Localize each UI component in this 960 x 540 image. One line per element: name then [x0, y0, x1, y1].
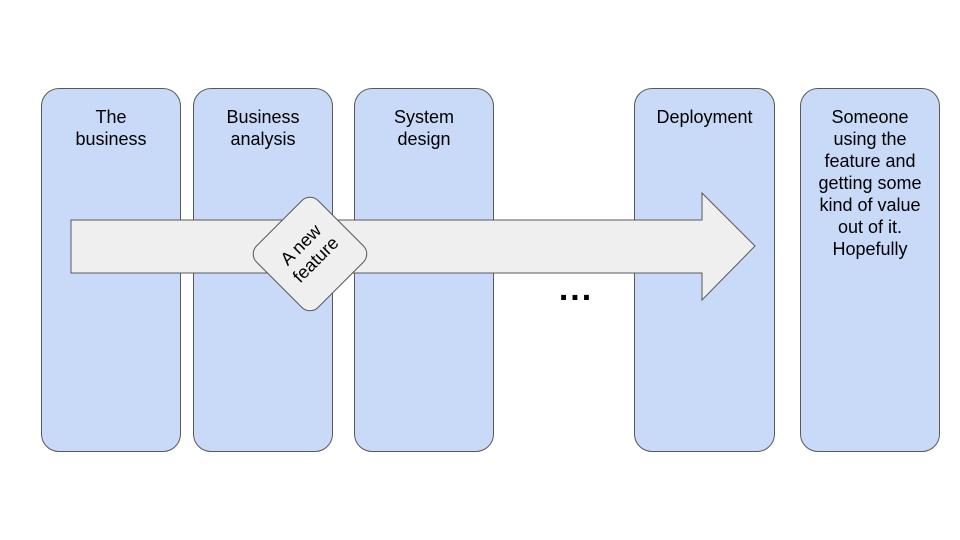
- column-label-the-business: The business: [75, 107, 147, 149]
- column-label-business-analysis: Business analysis: [226, 107, 300, 149]
- ellipsis-text: ...: [558, 270, 594, 308]
- column-label-system-design: System design: [393, 107, 454, 149]
- flow-arrow-shape: [70, 191, 756, 302]
- column-label-deployment: Deployment: [656, 107, 753, 127]
- feature-card-label: A new feature: [276, 220, 343, 287]
- column-label-someone-using: Someone using the feature and getting so…: [818, 107, 922, 259]
- column-someone-using: Someone using the feature and getting so…: [800, 88, 940, 452]
